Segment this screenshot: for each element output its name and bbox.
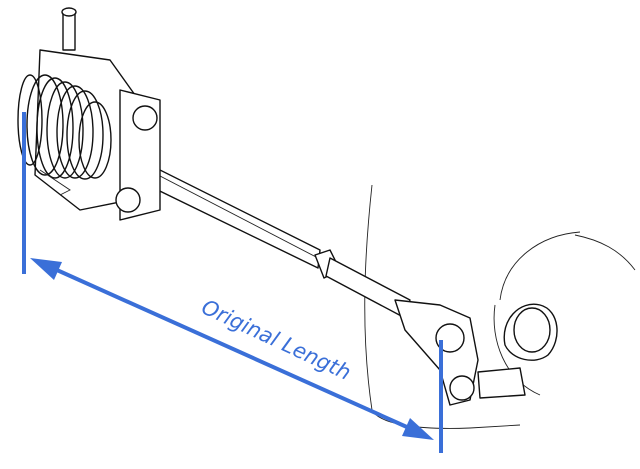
spring-coils [17,74,112,180]
dimension-label: Original Length [198,295,355,385]
dimension-line [47,264,419,434]
spring-canister [17,7,161,221]
wheel-housing [364,184,636,429]
mount-bolt-right [477,303,558,399]
arrowhead-left-icon [30,258,62,280]
arrowhead-right-icon [402,418,434,440]
